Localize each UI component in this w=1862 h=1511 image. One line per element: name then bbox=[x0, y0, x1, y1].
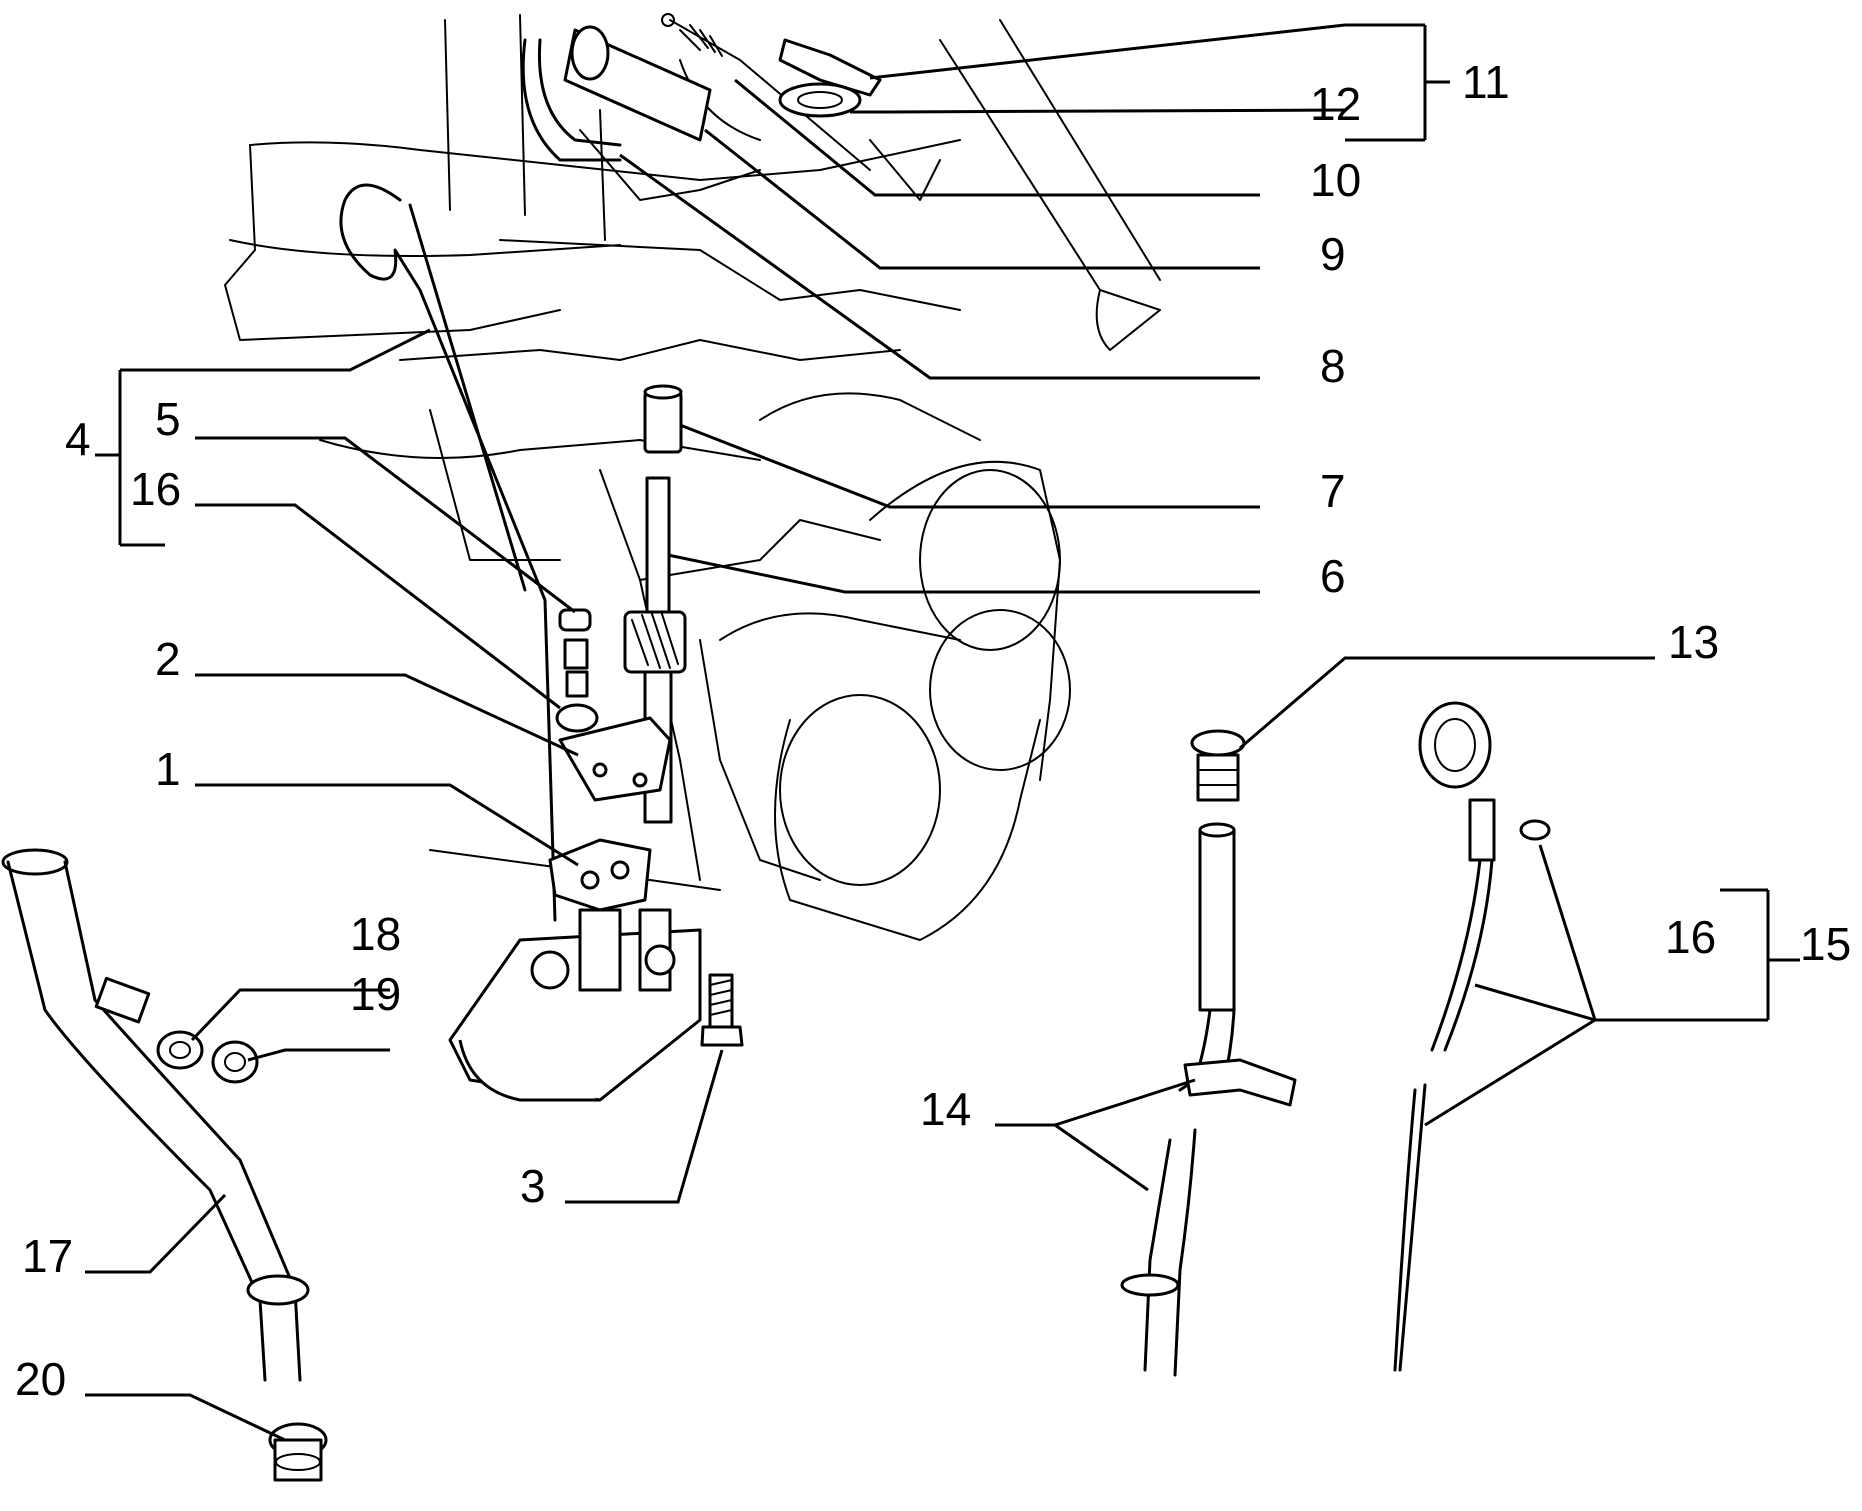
part-13-cap bbox=[1190, 729, 1246, 802]
part-1-oil-pump bbox=[448, 838, 702, 1102]
callout-19: 19 bbox=[350, 968, 401, 1020]
part-14-guide-tube bbox=[1120, 822, 1297, 1377]
callout-4: 4 bbox=[65, 413, 91, 465]
part-17-filler-tube bbox=[1, 848, 310, 1382]
callout-12: 12 bbox=[1310, 78, 1361, 130]
callout-10: 10 bbox=[1310, 154, 1361, 206]
callout-5: 5 bbox=[155, 393, 181, 445]
part-11-nut bbox=[778, 38, 882, 97]
callout-16-left: 16 bbox=[130, 463, 181, 515]
part-7-sleeve bbox=[643, 384, 683, 454]
part-4-dipstick bbox=[339, 183, 557, 922]
part-16-washer-right bbox=[1519, 819, 1551, 841]
part-10-brush bbox=[661, 13, 871, 171]
callout-1: 1 bbox=[155, 743, 181, 795]
callout-17: 17 bbox=[22, 1230, 73, 1282]
callout-18: 18 bbox=[350, 908, 401, 960]
callout-labels: 11 12 10 9 8 7 6 4 5 16 2 1 3 13 15 16 1… bbox=[15, 56, 1851, 1405]
callout-7: 7 bbox=[1320, 465, 1346, 517]
callout-20: 20 bbox=[15, 1353, 66, 1405]
part-12-washer bbox=[778, 82, 862, 118]
callout-3: 3 bbox=[520, 1160, 546, 1212]
callout-8: 8 bbox=[1320, 340, 1346, 392]
callout-11: 11 bbox=[1462, 56, 1510, 108]
part-20-plug bbox=[268, 1422, 328, 1482]
callout-16-right: 16 bbox=[1665, 911, 1716, 963]
part-5-plug bbox=[558, 608, 592, 698]
leader-lines bbox=[85, 23, 1800, 1442]
part-16-o-ring bbox=[555, 703, 599, 733]
part-3-bolt bbox=[700, 973, 744, 1047]
part-2-flange bbox=[558, 716, 672, 802]
part-15-dipstick bbox=[1393, 701, 1496, 1372]
part-9-cylinder bbox=[563, 25, 712, 142]
callout-13: 13 bbox=[1668, 616, 1719, 668]
callout-9: 9 bbox=[1320, 228, 1346, 280]
callout-6: 6 bbox=[1320, 550, 1346, 602]
part-18-washer bbox=[156, 1030, 204, 1070]
callout-14: 14 bbox=[920, 1083, 971, 1135]
callout-2: 2 bbox=[155, 633, 181, 685]
part-19-nut bbox=[211, 1040, 259, 1084]
part-8-curved-tube bbox=[521, 38, 622, 162]
engine-block-outline bbox=[224, 14, 1161, 941]
callout-15: 15 bbox=[1800, 918, 1851, 970]
